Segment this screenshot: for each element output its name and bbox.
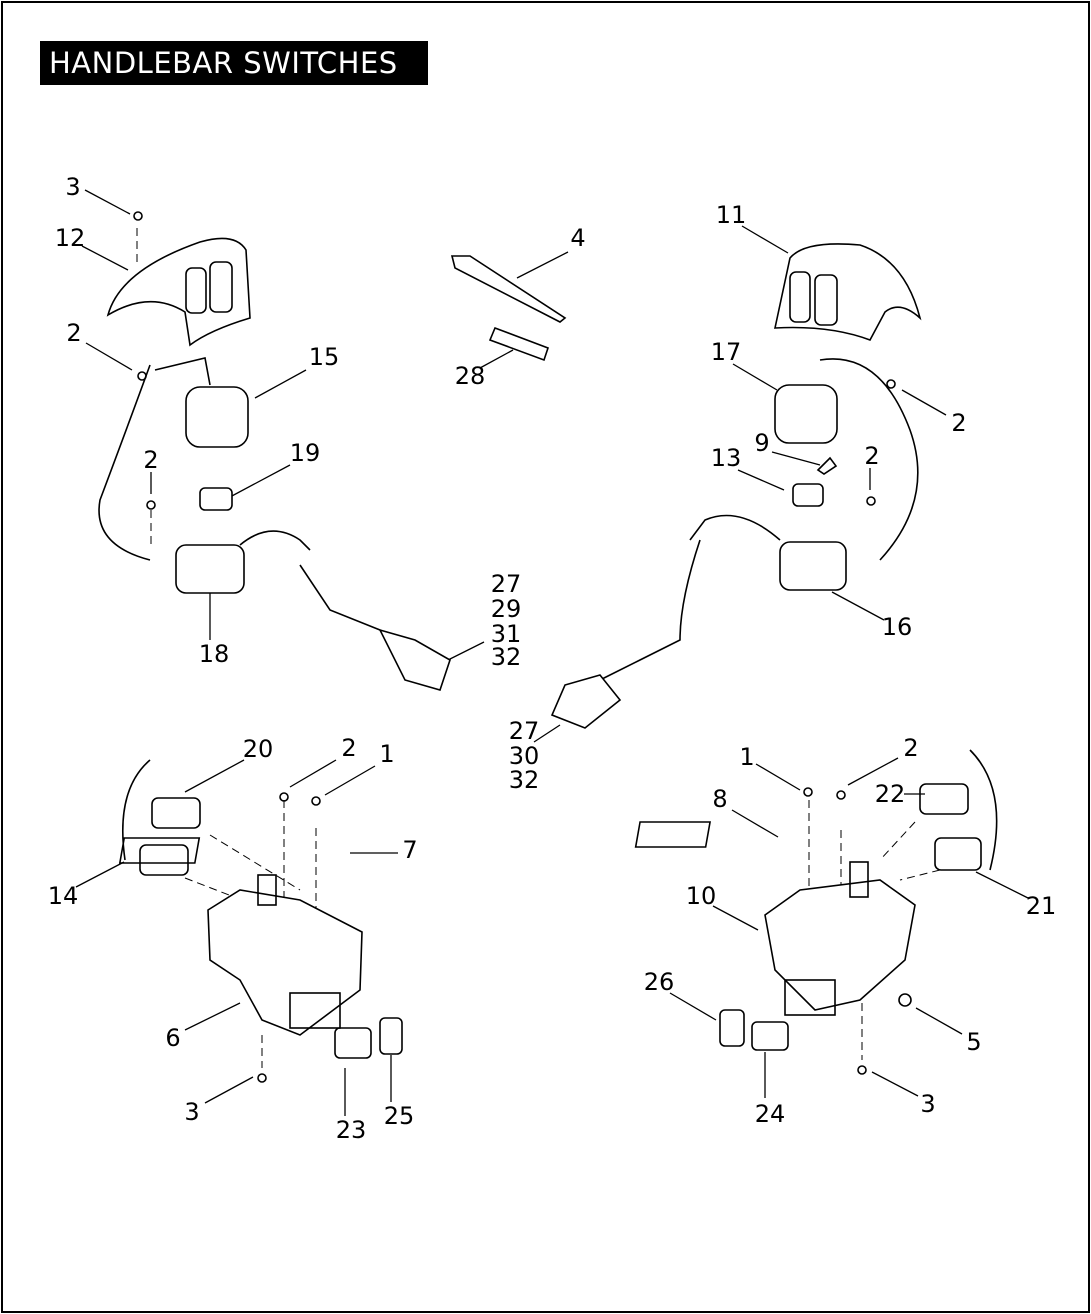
callout-28: 28 <box>454 362 486 390</box>
callout-3: 3 <box>920 1090 936 1118</box>
callout-9: 9 <box>754 429 770 457</box>
callout-11: 11 <box>715 201 747 229</box>
callout-2: 2 <box>66 319 82 347</box>
callout-26: 26 <box>643 968 675 996</box>
callout-4: 4 <box>570 224 586 252</box>
callout-22: 22 <box>874 780 906 808</box>
callout-20: 20 <box>242 735 274 763</box>
callout-2: 2 <box>951 409 967 437</box>
leader-lines <box>75 189 1029 1116</box>
right-switch-harness <box>550 358 919 729</box>
callout-30: 30 <box>508 742 540 770</box>
left-switch-harness <box>98 357 451 691</box>
callout-2: 2 <box>903 734 919 762</box>
callout-32: 32 <box>508 766 540 794</box>
callout-21: 21 <box>1025 892 1057 920</box>
callout-2: 2 <box>143 446 159 474</box>
callout-1: 1 <box>739 743 755 771</box>
lower-left-housing <box>118 759 403 1059</box>
callout-8: 8 <box>712 785 728 813</box>
callout-2: 2 <box>341 734 357 762</box>
callout-3: 3 <box>184 1098 200 1126</box>
callout-19: 19 <box>289 439 321 467</box>
cable-strap-and-sleeve <box>450 255 567 362</box>
callout-16: 16 <box>881 613 913 641</box>
callout-3: 3 <box>65 173 81 201</box>
callout-17: 17 <box>710 338 742 366</box>
callout-6: 6 <box>165 1024 181 1052</box>
callout-12: 12 <box>54 224 86 252</box>
upper-left-cover <box>106 237 251 347</box>
callout-29: 29 <box>490 595 522 623</box>
callout-1: 1 <box>379 740 395 768</box>
fasteners <box>133 211 912 1083</box>
callout-14: 14 <box>47 882 79 910</box>
callout-10: 10 <box>685 882 717 910</box>
callout-32: 32 <box>490 643 522 671</box>
callout-18: 18 <box>198 640 230 668</box>
lower-right-housing <box>634 749 998 1051</box>
callout-7: 7 <box>402 836 418 864</box>
callout-23: 23 <box>335 1116 367 1144</box>
callout-31: 31 <box>490 620 522 648</box>
dashed-centerlines <box>136 228 941 1068</box>
callout-27: 27 <box>490 570 522 598</box>
callout-15: 15 <box>308 343 340 371</box>
upper-right-cover <box>773 243 922 341</box>
page-title: HANDLEBAR SWITCHES <box>40 41 428 85</box>
callout-27: 27 <box>508 717 540 745</box>
callout-24: 24 <box>754 1100 786 1128</box>
callout-5: 5 <box>966 1028 982 1056</box>
callout-13: 13 <box>710 444 742 472</box>
callout-25: 25 <box>383 1102 415 1130</box>
callout-2: 2 <box>864 442 880 470</box>
